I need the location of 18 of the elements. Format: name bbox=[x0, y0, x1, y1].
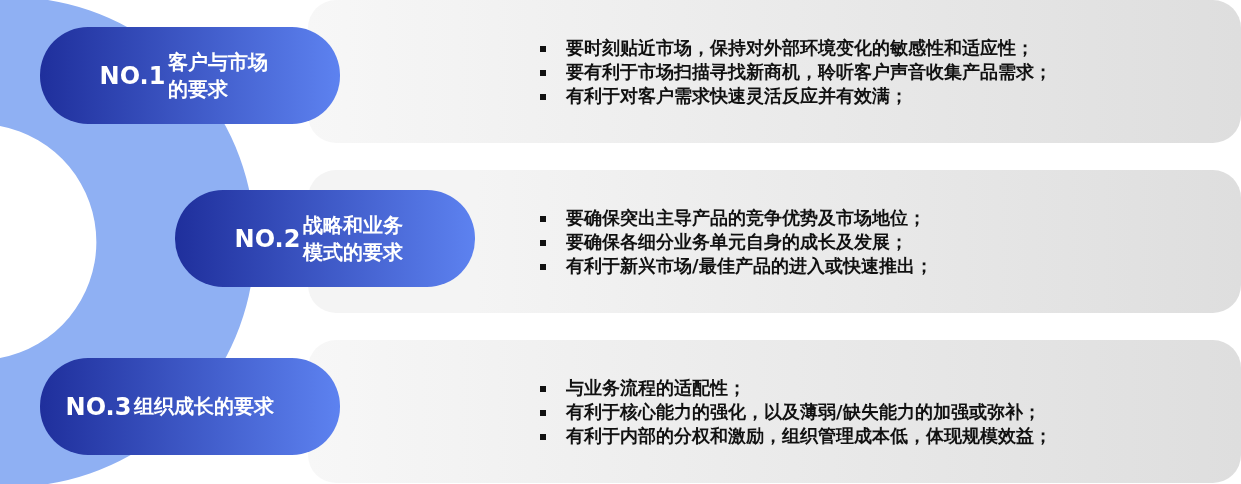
number-label: NO.2 bbox=[234, 224, 301, 253]
bullet-item: 有利于核心能力的强化，以及薄弱/缺失能力的加强或弥补； bbox=[538, 399, 1041, 424]
number-label: NO.3 bbox=[65, 392, 132, 421]
bullet-item: 要有利于市场扫描寻找新商机，聆听客户声音收集产品需求； bbox=[538, 59, 1052, 84]
text-panel bbox=[308, 340, 1241, 483]
bullet-item: 与业务流程的适配性； bbox=[538, 375, 746, 400]
text-panel bbox=[308, 0, 1241, 143]
bullet-item: 要时刻贴近市场，保持对外部环境变化的敏感性和适应性； bbox=[538, 35, 1034, 60]
bullet-item: 要确保突出主导产品的竞争优势及市场地位； bbox=[538, 205, 926, 230]
bullet-item: 要确保各细分业务单元自身的成长及发展； bbox=[538, 229, 908, 254]
heading-text: 客户与市场的要求 bbox=[168, 48, 270, 103]
bullet-item: 有利于内部的分权和激励，组织管理成本低，体现规模效益； bbox=[538, 423, 1052, 448]
text-panel bbox=[475, 170, 1241, 313]
heading-text: 组织成长的要求 bbox=[134, 393, 276, 420]
bullet-item: 有利于新兴市场/最佳产品的进入或快速推出； bbox=[538, 253, 933, 278]
number-label: NO.1 bbox=[99, 61, 166, 90]
heading-text: 战略和业务模式的要求 bbox=[303, 211, 405, 266]
bullet-item: 有利于对客户需求快速灵活反应并有效满； bbox=[538, 83, 908, 108]
